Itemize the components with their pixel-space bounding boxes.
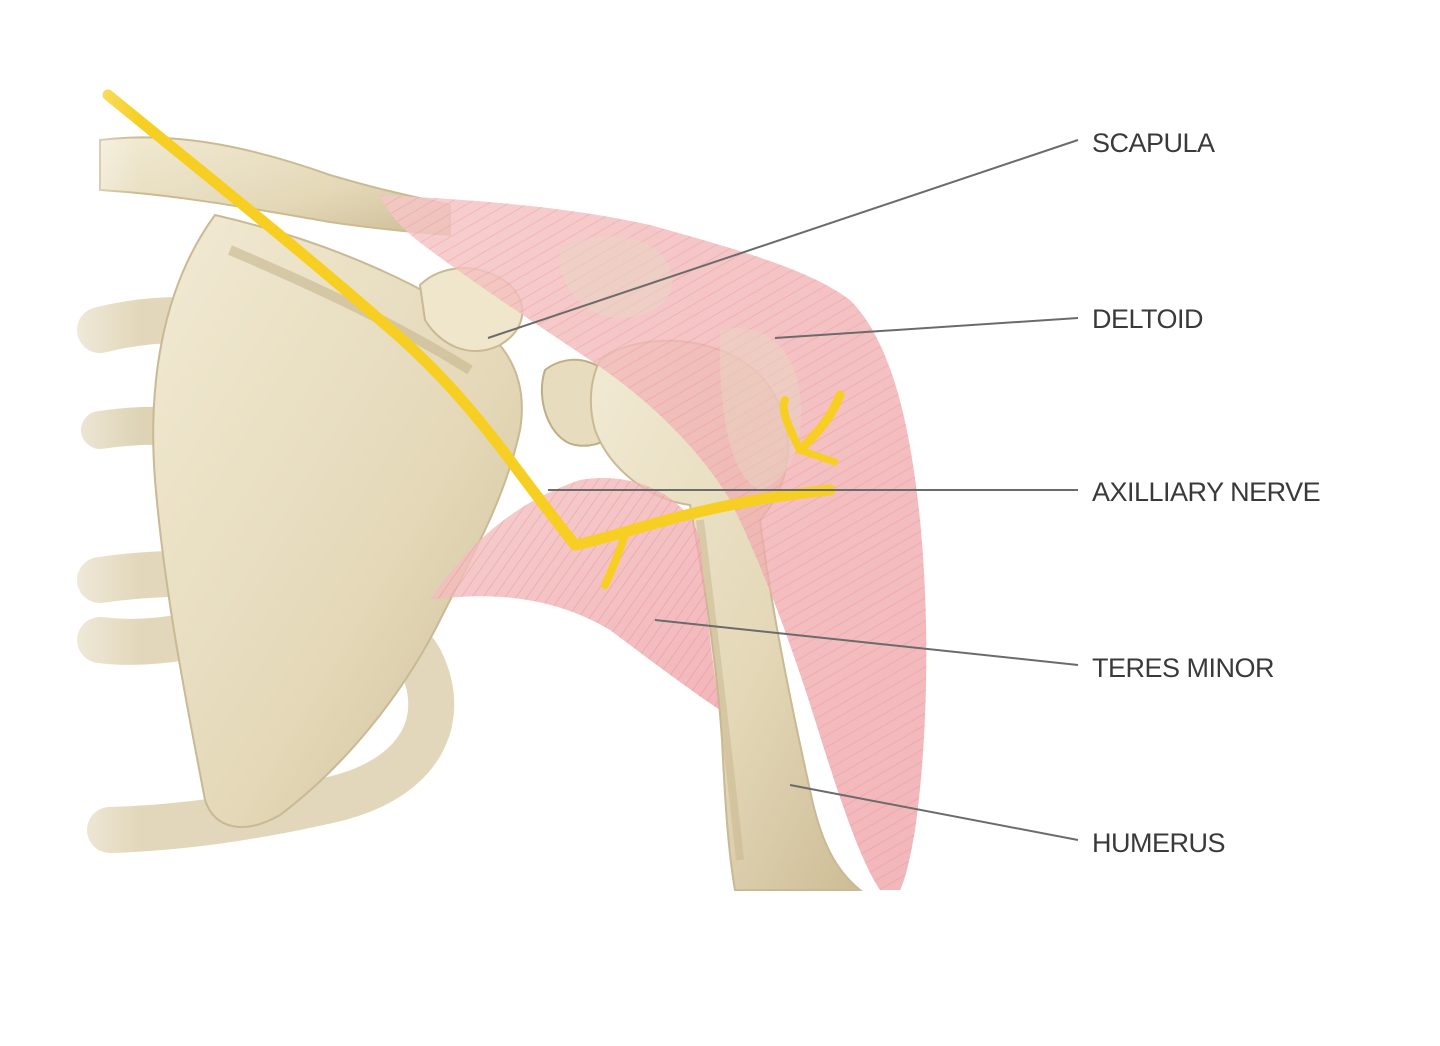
humerus-label: HUMERUS [1092,828,1225,858]
scapula-label: SCAPULA [1092,128,1215,158]
teres-minor-label: TERES MINOR [1092,653,1274,683]
deltoid-leader-line [774,317,1079,339]
scapula-leader-line [487,139,1079,339]
teres-minor-leader-line [654,619,1079,666]
left-fade-overlay [0,0,140,1046]
teres-minor-muscle [430,478,720,710]
humerus-leader-line [789,784,1079,841]
axillary-nerve [102,89,845,589]
axillary-nerve-label: AXILLIARY NERVE [1092,477,1320,507]
deltoid-muscle [380,195,927,890]
leader-lines [487,139,1079,841]
deltoid-label: DELTOID [1092,304,1203,334]
callout-labels: SCAPULA DELTOID AXILLIARY NERVE TERES MI… [1092,128,1321,858]
